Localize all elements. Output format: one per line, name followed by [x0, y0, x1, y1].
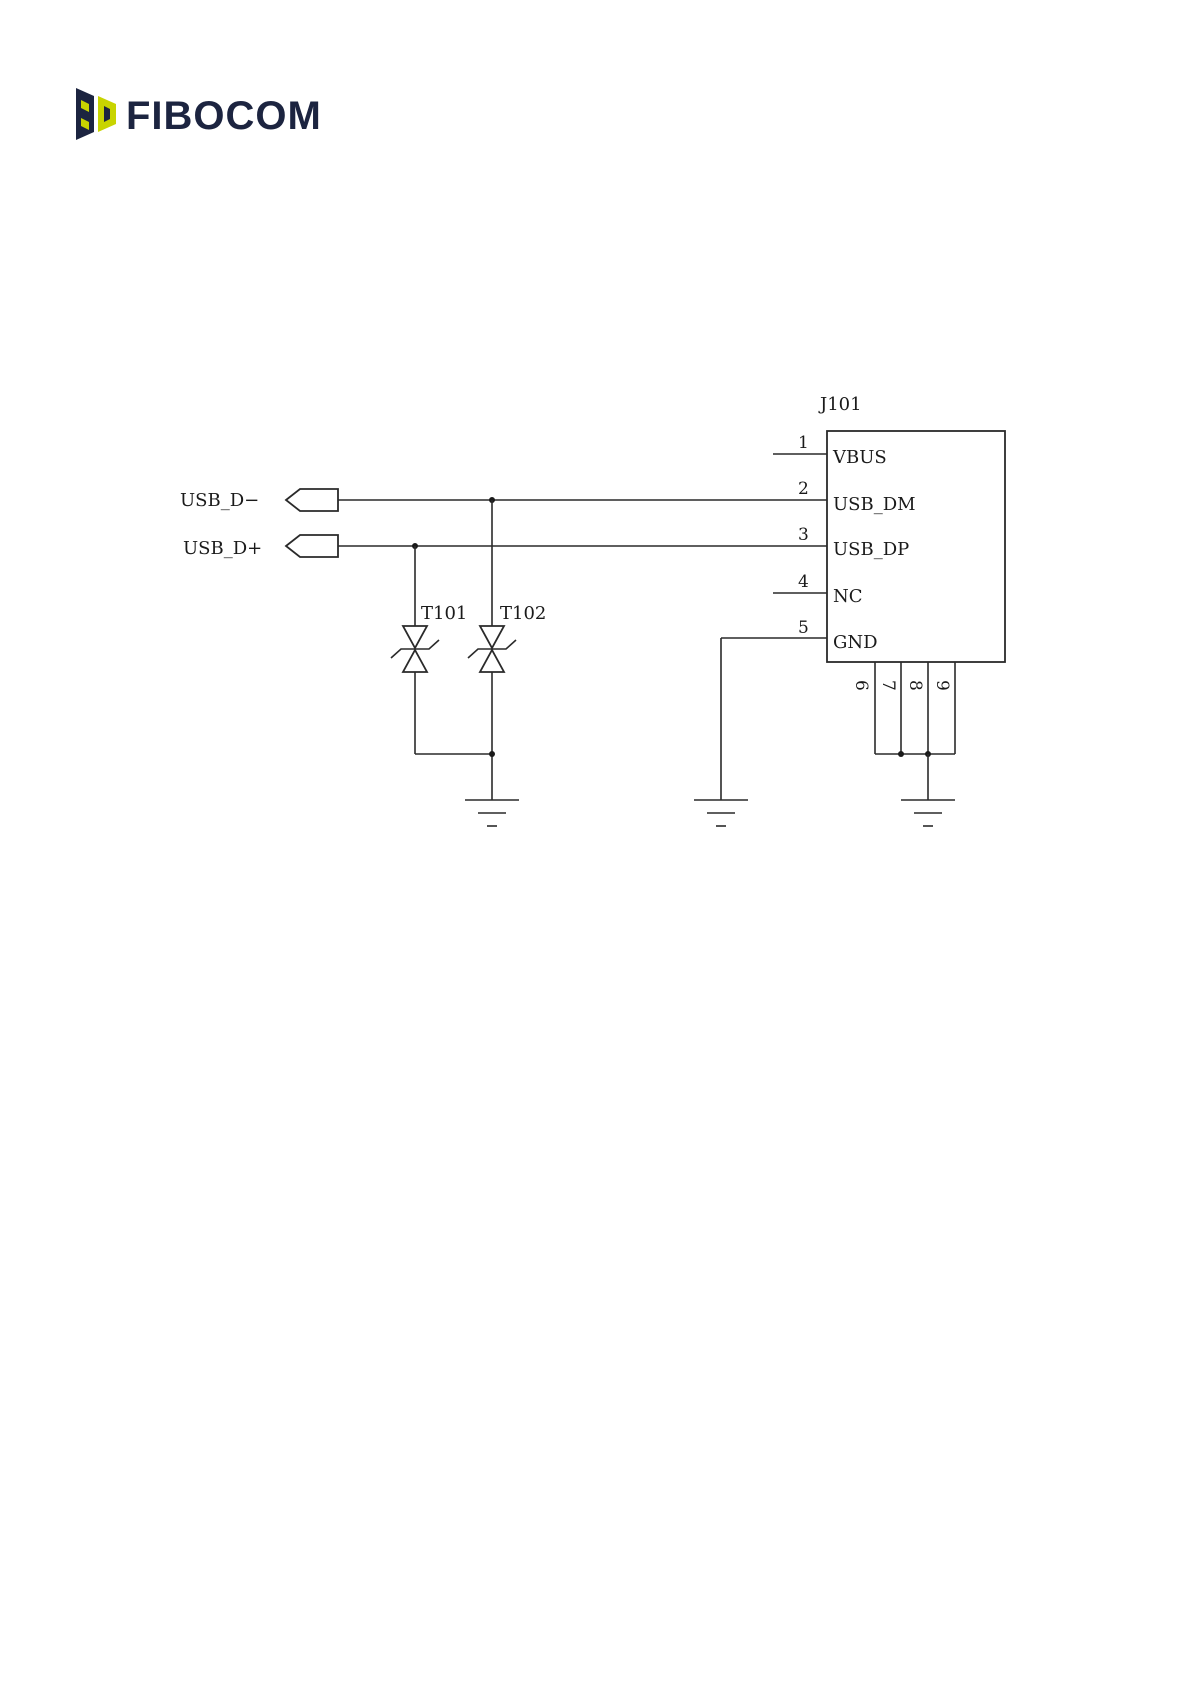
tvs-t101-ref: T101	[421, 603, 467, 624]
port-usb-dm-label: USB_D−	[180, 490, 259, 511]
pin-5-name: GND	[833, 632, 878, 653]
tvs-t101: T101	[391, 546, 467, 754]
port-usb-dp-icon	[286, 535, 338, 557]
pin-2-name: USB_DM	[833, 494, 916, 515]
tvs-t102: T102	[468, 500, 546, 800]
pin-8-number: 8	[905, 680, 925, 691]
pin-7-number: 7	[878, 680, 898, 691]
connector-ref: J101	[818, 394, 862, 415]
pin-4-name: NC	[833, 586, 863, 607]
junction-dot	[489, 751, 495, 757]
ground-icon	[694, 800, 748, 826]
tvs-t102-ref: T102	[500, 603, 546, 624]
pin-3-name: USB_DP	[833, 539, 909, 560]
pin-1-name: VBUS	[832, 447, 887, 468]
pin-9-number: 9	[932, 680, 952, 691]
tvs-diode-icon	[391, 626, 439, 672]
port-usb-dm-icon	[286, 489, 338, 511]
pin-5-number: 5	[798, 618, 809, 638]
pin-4-number: 4	[798, 572, 809, 592]
port-usb-dm: USB_D−	[180, 489, 338, 511]
junction-dot	[898, 751, 904, 757]
pin-1-number: 1	[798, 433, 809, 453]
pin-6-number: 6	[851, 680, 871, 691]
port-usb-dp: USB_D+	[183, 535, 338, 559]
pin-2-number: 2	[798, 479, 809, 499]
tvs-diode-icon	[468, 626, 516, 672]
connector-j101: J101 1 VBUS 2 USB_DM 3 USB_DP 4 NC 5 GND	[773, 394, 1005, 800]
ground-icon	[465, 800, 519, 826]
ground-icon	[901, 800, 955, 826]
pin-3-number: 3	[798, 525, 809, 545]
port-usb-dp-label: USB_D+	[183, 538, 262, 559]
